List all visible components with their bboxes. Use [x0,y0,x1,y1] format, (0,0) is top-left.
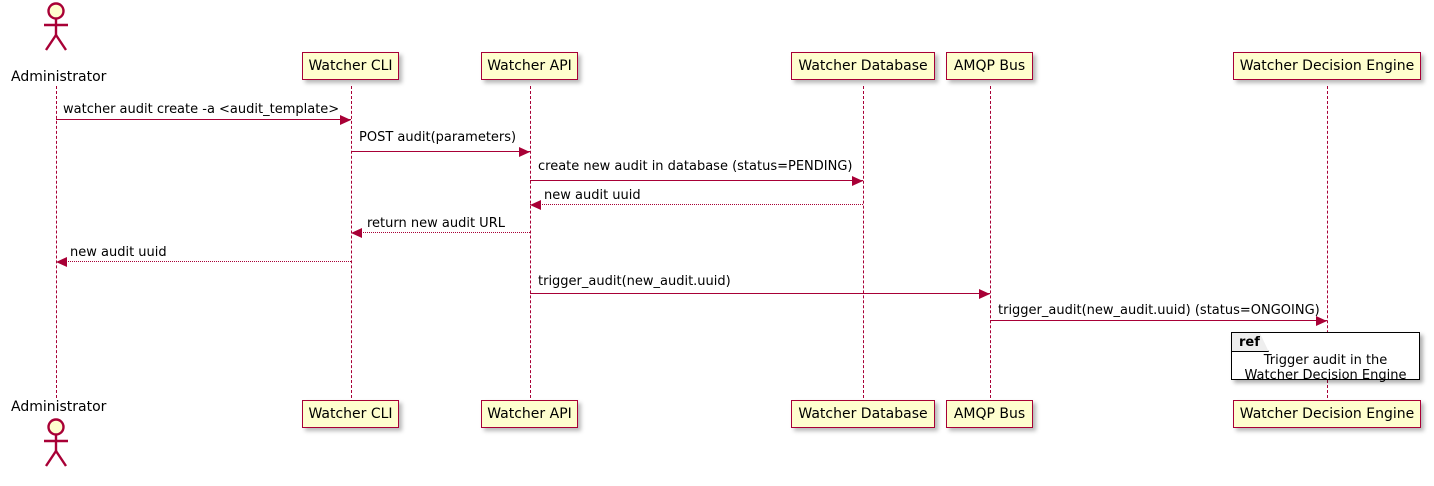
actor-figure-administrator [39,2,73,52]
participant-label: Watcher Decision Engine [1239,406,1415,422]
message-label-m4: new audit uuid [544,188,641,203]
participant-label: Watcher API [487,58,572,74]
message-label-m6: new audit uuid [70,245,167,260]
participant-label: Watcher Database [798,58,928,74]
participant-label: AMQP Bus [953,406,1026,422]
arrow-head-m8 [1316,316,1327,326]
actor-label-bottom-administrator: Administrator [11,399,107,415]
message-label-m7: trigger_audit(new_audit.uuid) [538,274,731,289]
ref-fragment-line-0: Trigger audit in the [1263,353,1388,368]
message-label-m8: trigger_audit(new_audit.uuid) (status=ON… [998,303,1320,318]
message-label-m2: POST audit(parameters) [359,130,517,145]
arrow-head-m5 [351,228,362,238]
actor-figure-bottom-administrator [39,418,73,468]
lifeline-watcher_api [530,86,531,398]
ref-fragment-line-1: Watcher Decision Engine [1244,368,1407,383]
lifeline-watcher_de [1327,86,1328,398]
arrow-head-m3 [852,176,863,186]
participant-watcher_api[interactable]: Watcher API [481,52,578,80]
participant-watcher_de[interactable]: Watcher Decision Engine [1233,52,1421,80]
arrow-head-m4 [530,200,541,210]
participant-amqp_bus[interactable]: AMQP Bus [946,52,1033,80]
participant-label: Watcher API [487,406,572,422]
participant-bottom-watcher_de[interactable]: Watcher Decision Engine [1233,400,1421,428]
message-line-m3 [530,180,863,181]
ref-fragment-tab: ref [1232,333,1269,352]
arrow-head-m2 [519,147,530,157]
arrow-head-m6 [56,257,67,267]
message-line-m8 [990,320,1327,321]
message-label-m5: return new audit URL [367,216,505,231]
participant-watcher_cli[interactable]: Watcher CLI [302,52,399,80]
lifeline-watcher_cli [351,86,352,398]
participant-label: Watcher CLI [308,406,393,422]
lifeline-watcher_db [863,86,864,398]
message-line-m1 [56,119,351,120]
message-line-m5 [351,232,530,233]
message-label-m3: create new audit in database (status=PEN… [538,159,853,174]
arrow-head-m1 [340,115,351,125]
message-line-m7 [530,293,990,294]
participant-label: Watcher Database [798,406,928,422]
participant-bottom-watcher_api[interactable]: Watcher API [481,400,578,428]
lifeline-amqp_bus [990,86,991,398]
participant-label: Watcher CLI [308,58,393,74]
participant-bottom-watcher_cli[interactable]: Watcher CLI [302,400,399,428]
participant-watcher_db[interactable]: Watcher Database [791,52,935,80]
message-line-m6 [56,261,351,262]
message-line-m2 [351,151,530,152]
actor-label-administrator: Administrator [11,69,107,85]
lifeline-administrator [56,86,57,398]
message-label-m1: watcher audit create -a <audit_template> [63,102,340,117]
participant-bottom-amqp_bus[interactable]: AMQP Bus [946,400,1033,428]
participant-label: AMQP Bus [953,58,1026,74]
message-line-m4 [530,204,863,205]
participant-label: Watcher Decision Engine [1239,58,1415,74]
participant-bottom-watcher_db[interactable]: Watcher Database [791,400,935,428]
arrow-head-m7 [979,289,990,299]
